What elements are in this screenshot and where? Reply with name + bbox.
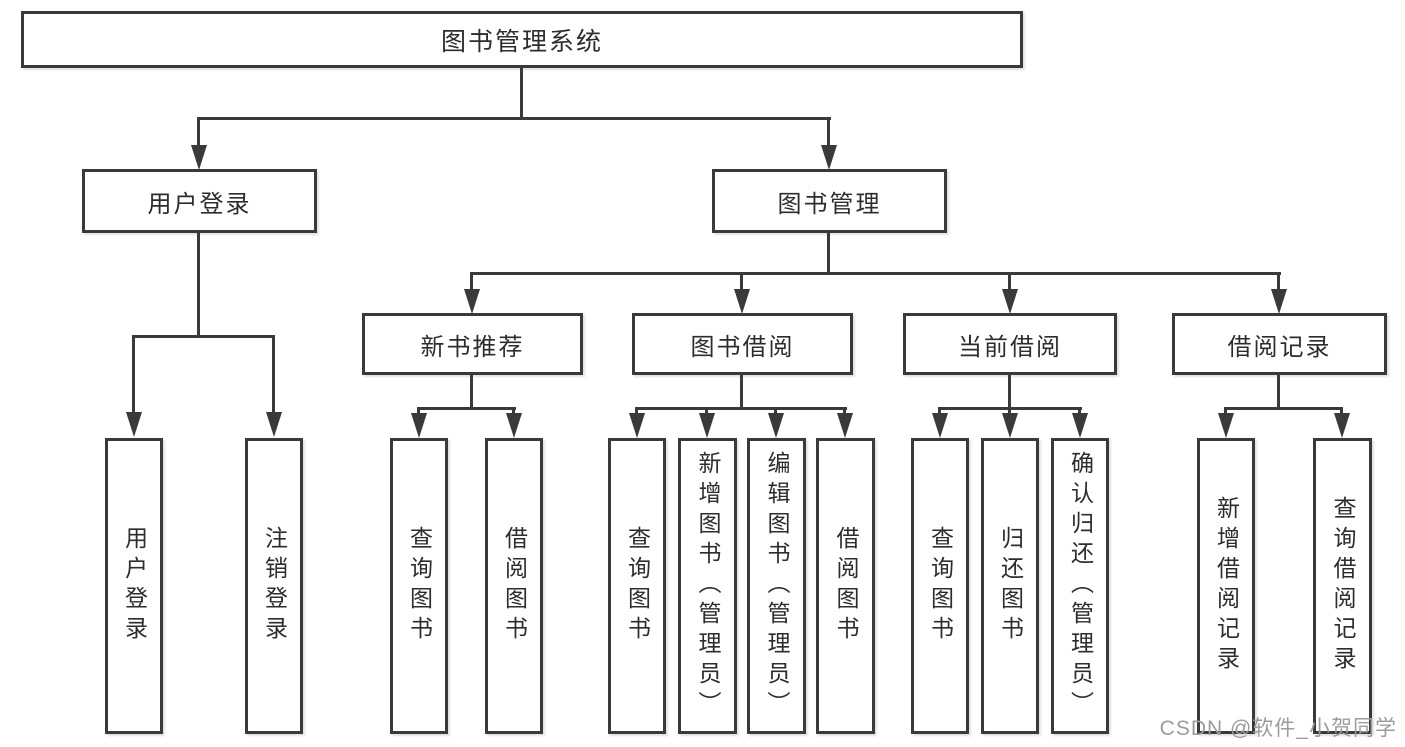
arrow-down-icon — [1271, 289, 1287, 314]
connector-records-stem — [1277, 375, 1280, 407]
connector-leaf-drop — [512, 407, 515, 414]
arrow-down-icon — [837, 413, 853, 438]
leaf-borrow-books-recommend: 借阅图书 — [485, 438, 543, 734]
node-user-login: 用户登录 — [82, 169, 317, 233]
leaf-edit-books-admin: 编辑图书（管理员） — [747, 438, 806, 734]
arrow-down-icon — [768, 413, 784, 438]
connector-level2-drop — [740, 272, 743, 290]
leaf-logout: 注销登录 — [245, 438, 303, 734]
connector-user-login-stem — [197, 233, 200, 336]
connector-leaf-drop — [635, 407, 638, 414]
node-borrowing-records: 借阅记录 — [1172, 313, 1387, 375]
arrow-down-icon — [126, 412, 142, 437]
node-book-management: 图书管理 — [712, 169, 947, 233]
arrow-down-icon — [932, 413, 948, 438]
connector-leaf-drop — [272, 335, 275, 412]
connector-level2-rail — [470, 272, 1281, 275]
arrow-down-icon — [1072, 413, 1088, 438]
connector-leaf-drop — [774, 407, 777, 414]
connector-current-stem — [1008, 375, 1011, 407]
connector-leaf-drop — [417, 407, 420, 414]
connector-leaf-drop — [938, 407, 941, 414]
connector-borrowing-stem — [740, 375, 743, 407]
arrow-down-icon — [266, 412, 282, 437]
connector-recommend-rail — [417, 407, 516, 410]
leaf-query-borrow-record: 查询借阅记录 — [1313, 438, 1372, 734]
connector-leaf-drop — [1008, 407, 1011, 414]
connector-recommend-stem — [470, 375, 473, 407]
connector-book-mgmt-stem — [827, 233, 830, 273]
leaf-add-books-admin: 新增图书（管理员） — [678, 438, 737, 734]
arrow-down-icon — [734, 289, 750, 314]
arrow-down-icon — [1334, 413, 1350, 438]
arrow-down-icon — [464, 289, 480, 314]
connector-leaf-drop — [132, 335, 135, 412]
csdn-watermark: CSDN @软件_小贺同学 — [1159, 717, 1397, 740]
leaf-query-books-recommend: 查询图书 — [390, 438, 448, 734]
connector-leaf-drop — [1340, 407, 1343, 414]
leaf-user-login: 用户登录 — [105, 438, 163, 734]
connector-level1-rail — [197, 117, 831, 120]
connector-level2-drop — [1008, 272, 1011, 290]
arrow-down-icon — [411, 413, 427, 438]
connector-user-login-rail — [132, 335, 275, 338]
arrow-down-icon — [1002, 289, 1018, 314]
connector-leaf-drop — [705, 407, 708, 414]
arrow-down-icon — [506, 413, 522, 438]
node-current-borrowing: 当前借阅 — [903, 313, 1117, 375]
leaf-return-books: 归还图书 — [981, 438, 1039, 734]
connector-records-rail — [1224, 407, 1343, 410]
connector-level2-drop — [1277, 272, 1280, 290]
arrow-down-icon — [1218, 413, 1234, 438]
arrow-down-icon — [699, 413, 715, 438]
connector-root-stem — [520, 68, 523, 118]
connector-leaf-drop — [843, 407, 846, 414]
connector-leaf-drop — [1078, 407, 1081, 414]
connector-level2-drop — [470, 272, 473, 290]
leaf-query-books-borrowing: 查询图书 — [608, 438, 666, 734]
connector-borrowing-rail — [635, 407, 847, 410]
node-book-borrowing: 图书借阅 — [632, 313, 853, 375]
arrow-down-icon — [1002, 413, 1018, 438]
arrow-down-icon — [629, 413, 645, 438]
node-new-book-recommend: 新书推荐 — [362, 313, 583, 375]
leaf-borrow-books-borrowing: 借阅图书 — [816, 438, 875, 734]
leaf-confirm-return-admin: 确认归还（管理员） — [1051, 438, 1109, 734]
node-library-system: 图书管理系统 — [21, 11, 1023, 68]
leaf-query-books-current: 查询图书 — [911, 438, 969, 734]
connector-book-mgmt-drop — [827, 117, 830, 145]
arrow-down-icon — [821, 145, 837, 170]
connector-leaf-drop — [1224, 407, 1227, 414]
leaf-add-borrow-record: 新增借阅记录 — [1197, 438, 1255, 734]
connector-user-login-drop — [197, 117, 200, 145]
arrow-down-icon — [191, 145, 207, 170]
